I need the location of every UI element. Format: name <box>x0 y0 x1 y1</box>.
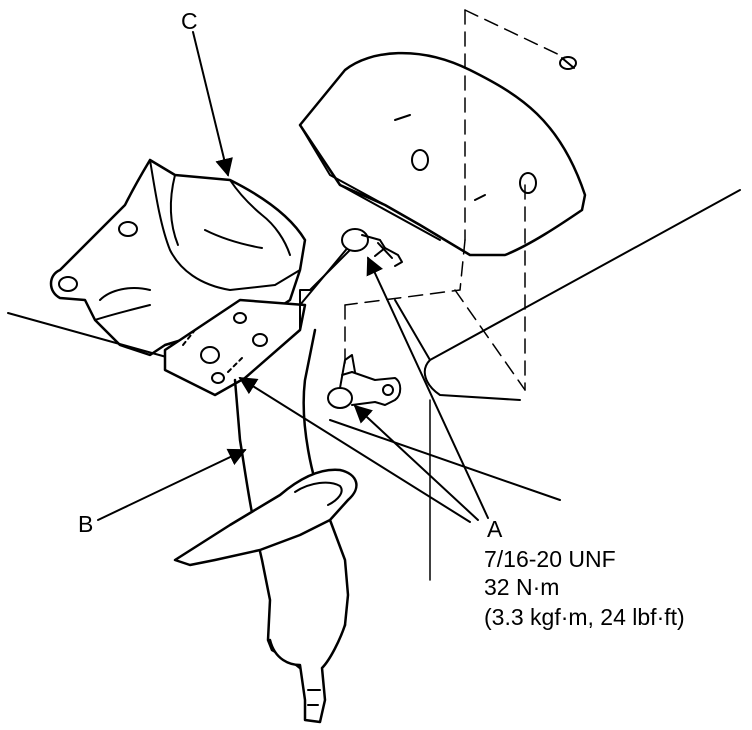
upper-bolt-icon <box>559 56 577 70</box>
retractor-housing <box>49 158 307 357</box>
torque-spec-alternate: (3.3 kgf·m, 24 lbf·ft) <box>484 604 685 630</box>
leader-lines <box>97 31 489 523</box>
bolt-thread-spec: 7/16-20 UNF <box>484 546 616 572</box>
upper-anchor-bracket <box>298 51 587 257</box>
body-panel-lines <box>7 189 741 501</box>
alignment-guides <box>344 9 571 391</box>
retractor-bracket <box>163 231 361 397</box>
belt-latch-tongue <box>268 623 347 724</box>
belt-guide-loop <box>173 468 358 567</box>
callout-label-b: B <box>78 511 94 537</box>
anchor-bolt-lower <box>327 354 402 409</box>
callout-label-a: A <box>487 516 503 542</box>
torque-spec-nm: 32 N·m <box>484 574 560 600</box>
callout-label-c: C <box>181 8 198 34</box>
anchor-bolt-upper <box>341 228 403 267</box>
